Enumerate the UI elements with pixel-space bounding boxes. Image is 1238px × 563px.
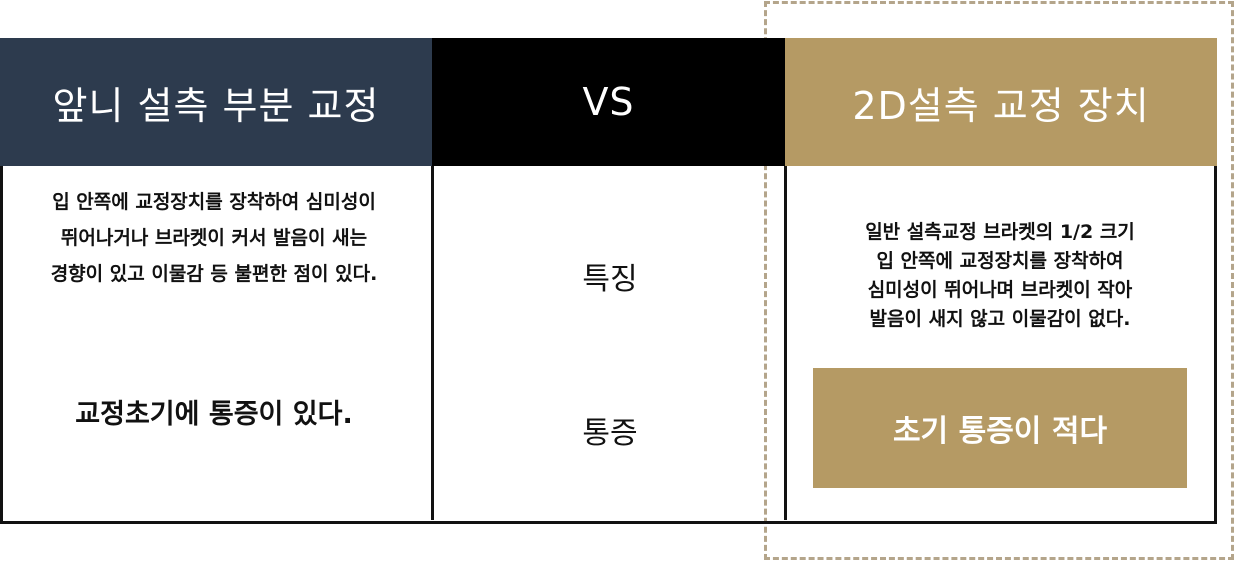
header-versus: VS: [432, 38, 785, 166]
left-description: 입 안쪽에 교정장치를 장착하여 심미성이 뛰어나거나 브라켓이 커서 발음이 …: [14, 184, 414, 292]
right-description: 일반 설측교정 브라켓의 1/2 크기 입 안쪽에 교정장치를 장착하여 심미성…: [800, 218, 1200, 334]
right-pain-badge: 초기 통증이 적다: [813, 368, 1187, 488]
right-description-line: 발음이 새지 않고 이물감이 없다.: [869, 308, 1131, 330]
row-label-feature: 특징: [582, 262, 638, 297]
right-pain-text: 초기 통증이 적다: [892, 414, 1108, 449]
left-pain-text: 교정초기에 통증이 있다.: [75, 399, 353, 430]
left-description-line: 입 안쪽에 교정장치를 장착하여 심미성이: [52, 191, 376, 213]
left-description-line: 뛰어나거나 브라켓이 커서 발음이 새는: [60, 227, 368, 249]
header-right-title: 2D설측 교정 장치: [852, 83, 1150, 128]
highlight-dashed-frame: [764, 1, 1234, 560]
right-description-line: 입 안쪽에 교정장치를 장착하여: [876, 250, 1124, 272]
header-partial-lingual: 앞니 설측 부분 교정: [0, 38, 432, 166]
left-border: [0, 166, 3, 524]
column-divider-1: [431, 166, 434, 520]
comparison-body: [0, 166, 1217, 524]
header-left-title: 앞니 설측 부분 교정: [52, 83, 380, 128]
row-label-pain: 통증: [582, 416, 638, 451]
column-divider-2: [784, 166, 787, 520]
right-description-line: 일반 설측교정 브라켓의 1/2 크기: [865, 221, 1135, 243]
header-2d-lingual: 2D설측 교정 장치: [785, 38, 1217, 166]
header-vs-label: VS: [582, 80, 635, 124]
right-description-line: 심미성이 뛰어나며 브라켓이 작아: [867, 279, 1133, 301]
left-description-line: 경향이 있고 이물감 등 불편한 점이 있다.: [50, 263, 378, 285]
